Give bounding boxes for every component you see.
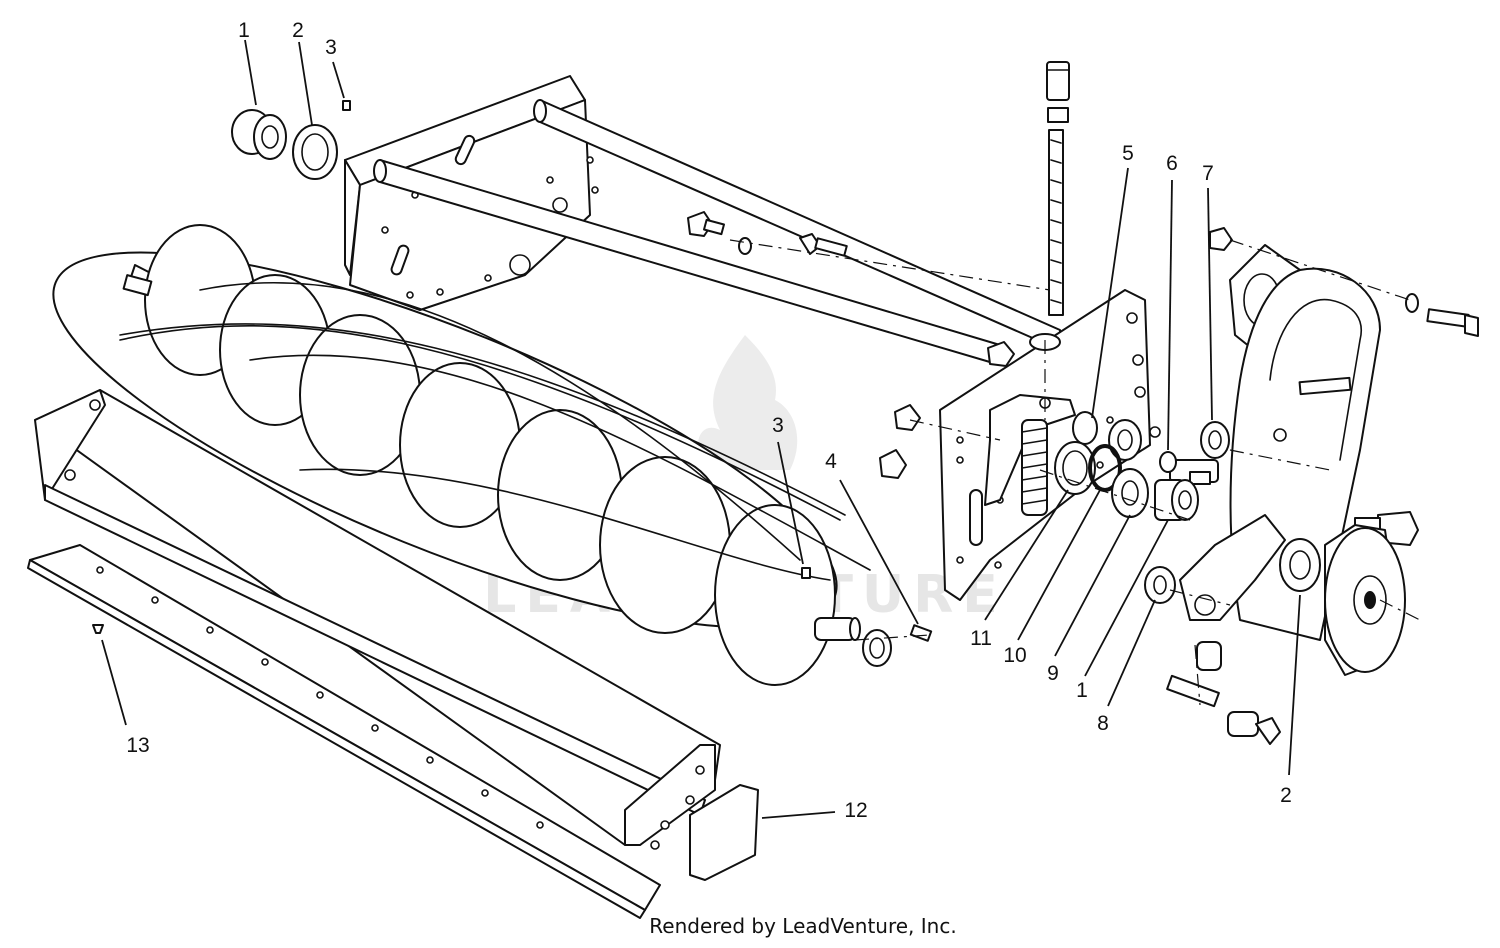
watermark-flame-icon bbox=[697, 335, 798, 470]
drive-pulley-assembly bbox=[1179, 244, 1406, 676]
callout-8: 8 bbox=[1097, 712, 1109, 735]
callout-11: 11 bbox=[970, 627, 992, 650]
shield-plate bbox=[689, 784, 759, 881]
callout-6: 6 bbox=[1166, 152, 1178, 175]
render-credit: Rendered by LeadVenture, Inc. bbox=[649, 914, 956, 938]
callout-1: 1 bbox=[238, 19, 250, 42]
callouts: 1 2 3 5 6 7 3 4 11 10 9 1 8 2 13 12 bbox=[101, 19, 1301, 822]
callout-3-reel: 3 bbox=[772, 414, 784, 437]
callout-7: 7 bbox=[1202, 162, 1214, 185]
callout-12: 12 bbox=[844, 799, 867, 822]
bearing-and-seal-parts bbox=[1054, 411, 1230, 604]
bedbar bbox=[34, 389, 721, 850]
callout-3: 3 bbox=[325, 36, 337, 59]
callout-5: 5 bbox=[1122, 142, 1134, 165]
callout-1-side: 1 bbox=[1076, 679, 1088, 702]
reel-frame bbox=[344, 75, 1161, 601]
bedknife bbox=[27, 544, 661, 919]
cutting-reel bbox=[52, 224, 933, 686]
top-bearing-parts bbox=[231, 100, 351, 180]
assembly-lines bbox=[729, 239, 1421, 706]
callout-13: 13 bbox=[126, 734, 149, 757]
callout-4: 4 bbox=[825, 450, 837, 473]
callout-9: 9 bbox=[1047, 662, 1059, 685]
callout-10: 10 bbox=[1003, 644, 1026, 667]
callout-2: 2 bbox=[292, 19, 304, 42]
callout-2-side: 2 bbox=[1280, 784, 1292, 807]
